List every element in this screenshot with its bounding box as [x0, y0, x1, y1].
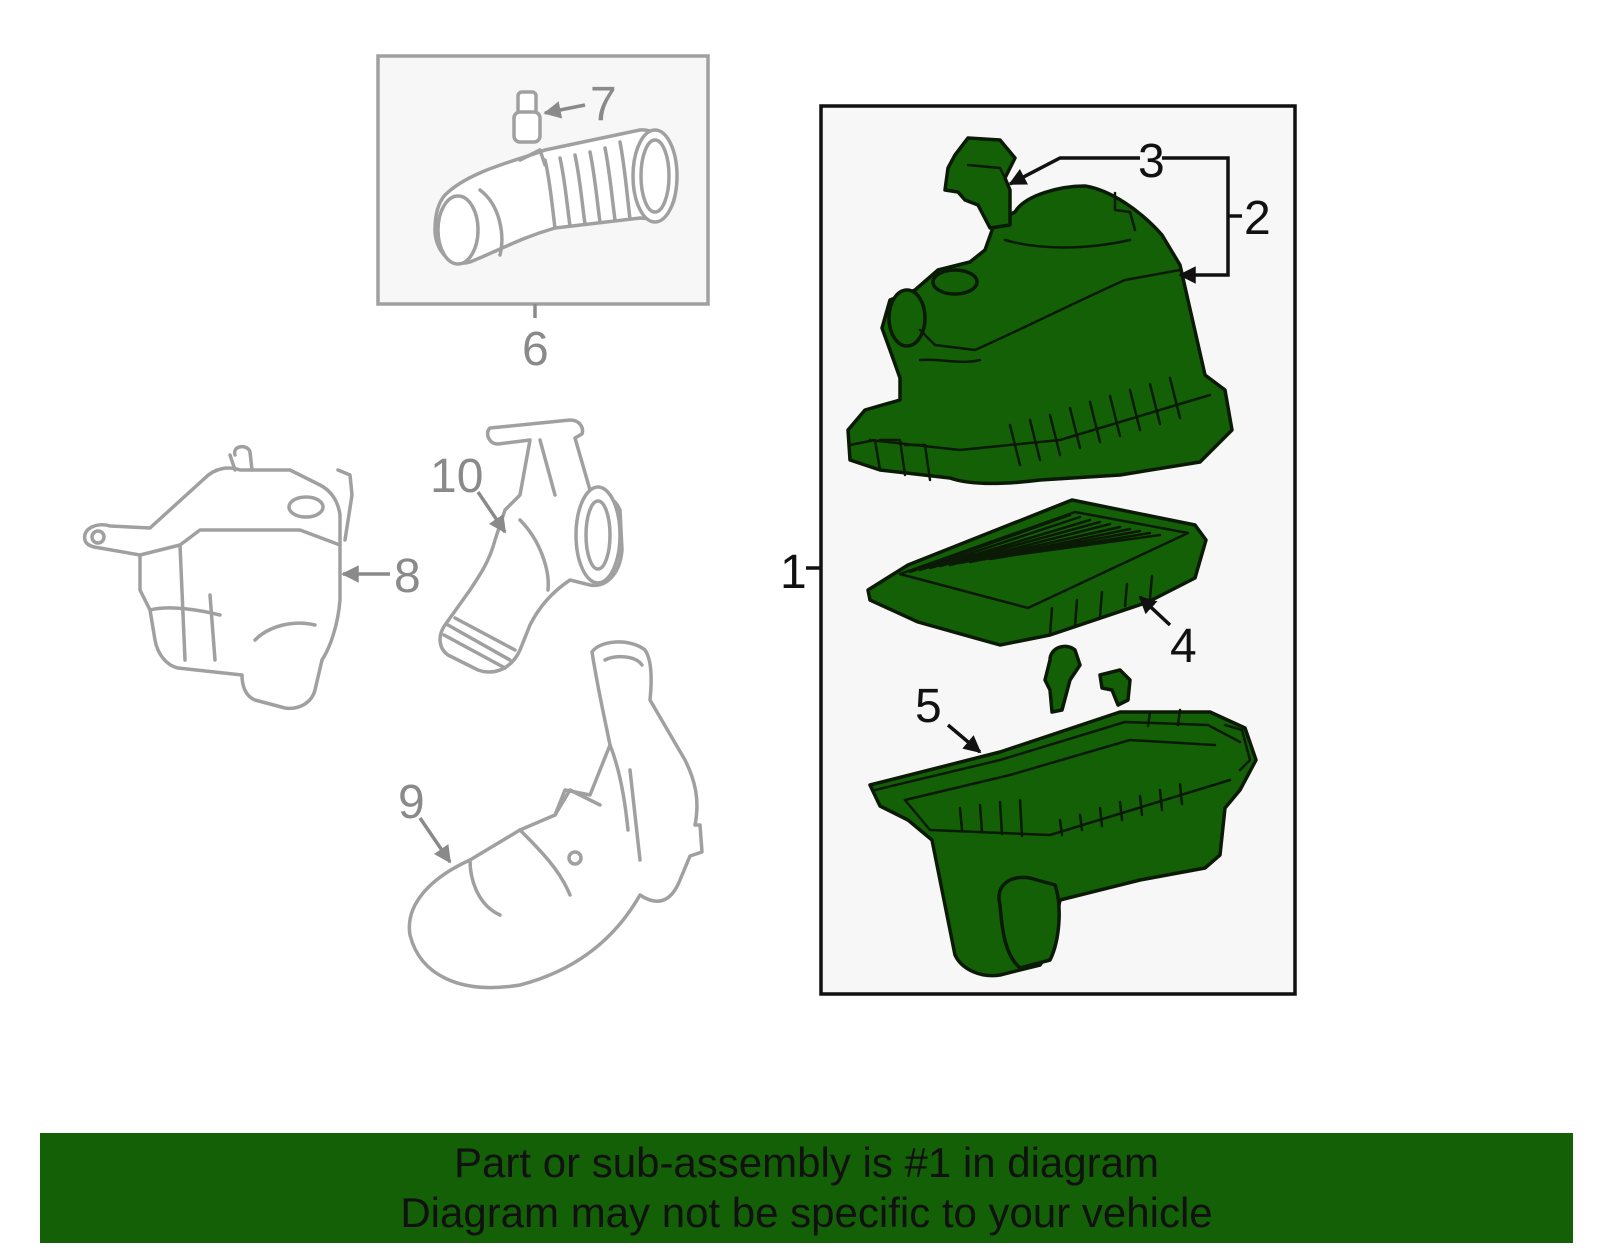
leader-5 — [946, 723, 982, 754]
footer-banner-bg — [40, 1133, 1573, 1243]
part-6-inset[interactable]: 7 6 — [376, 54, 710, 376]
callout-4: 4 — [1170, 620, 1197, 673]
leader-9 — [418, 817, 452, 864]
leader-4 — [1138, 595, 1172, 627]
callout-3: 3 — [1138, 135, 1165, 188]
part-5-lower-housing[interactable] — [868, 708, 1258, 978]
footer-line-2: Diagram may not be specific to your vehi… — [400, 1189, 1213, 1236]
callout-10: 10 — [430, 450, 483, 503]
callout-6: 6 — [522, 323, 549, 376]
callout-8: 8 — [394, 550, 421, 603]
leader-10 — [476, 491, 507, 534]
footer-banner: Part or sub-assembly is #1 in diagram Di… — [40, 1133, 1573, 1243]
bracket-clips — [1043, 644, 1132, 714]
callout-9: 9 — [398, 776, 425, 829]
leader-3 — [1008, 156, 1140, 186]
part-3-sensor[interactable] — [943, 136, 1017, 230]
part-9-hose[interactable] — [407, 640, 704, 990]
part-2-upper-housing[interactable] — [846, 184, 1234, 486]
part-1-assembly[interactable]: 3 2 4 5 — [806, 104, 1297, 996]
part-7-sensor[interactable] — [512, 90, 542, 144]
callout-7: 7 — [590, 78, 617, 131]
footer-line-1: Part or sub-assembly is #1 in diagram — [454, 1139, 1159, 1186]
callout-5: 5 — [915, 680, 942, 733]
intake-hose-drawing — [433, 128, 679, 266]
callout-2: 2 — [1244, 192, 1271, 245]
part-10-duct[interactable] — [438, 418, 624, 674]
part-4-filter[interactable] — [866, 498, 1208, 647]
callout-1: 1 — [780, 546, 807, 599]
part-8-reservoir[interactable] — [82, 445, 354, 711]
leader-7 — [543, 101, 586, 119]
